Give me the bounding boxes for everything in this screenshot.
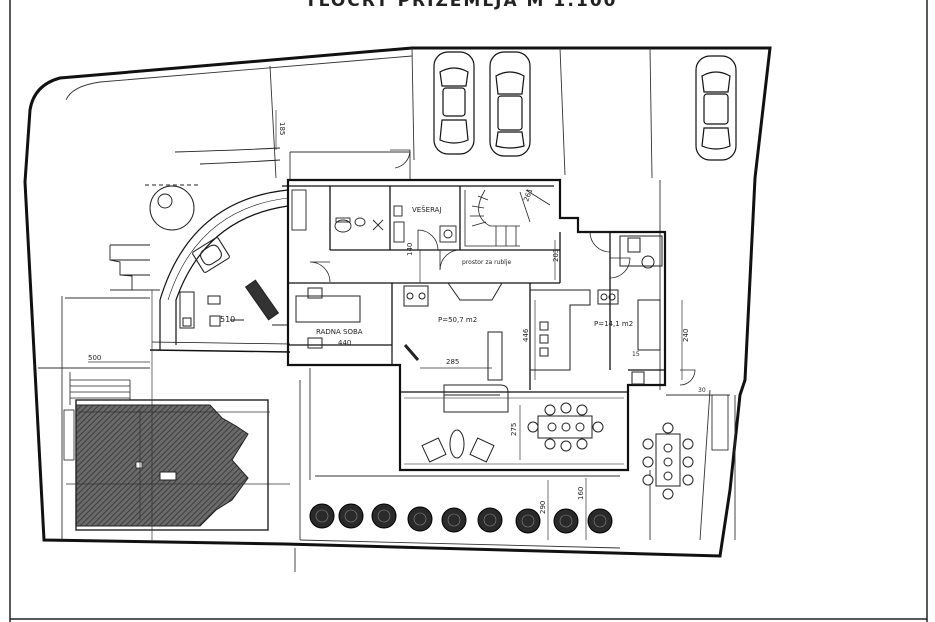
room-office: RADNA SOBA <box>316 328 363 336</box>
kitchen-fixtures <box>530 235 663 385</box>
staircase <box>464 189 551 247</box>
dim-240: 240 <box>682 329 690 342</box>
kitchen-area-label: P=14,1 m2 <box>594 320 633 328</box>
dim-440: 440 <box>338 339 351 347</box>
dim-203: 203 <box>552 249 560 262</box>
dim-160: 160 <box>577 487 585 500</box>
dimension-lines <box>88 110 683 540</box>
dim-290: 290 <box>539 501 547 514</box>
parked-car-3 <box>695 55 737 161</box>
house-inner-walls <box>282 185 665 465</box>
parked-car-2 <box>489 51 531 157</box>
pool-dimension-lines <box>66 290 290 540</box>
tree-texture <box>315 509 607 528</box>
terrace-seating <box>421 429 495 463</box>
dining-table-indoor <box>527 402 604 452</box>
house-walls <box>286 178 667 472</box>
dim-15: 15 <box>632 351 640 358</box>
living-furniture <box>403 282 509 413</box>
office-furniture <box>295 287 361 349</box>
sheet-frame <box>9 0 928 622</box>
dim-285: 285 <box>446 358 459 366</box>
swimming-pool <box>75 399 269 531</box>
dim-30: 30 <box>698 387 706 394</box>
doors <box>309 149 696 386</box>
terrace-furniture <box>179 279 288 329</box>
dim-275: 275 <box>510 423 518 436</box>
room-laundry: VEŠERAJ <box>412 205 442 214</box>
round-planter <box>145 184 200 231</box>
dim-261: 261 <box>522 187 534 202</box>
jacuzzi <box>192 237 230 273</box>
bathroom-fixtures <box>291 189 457 243</box>
room-storage: prostor za rublje <box>462 259 511 266</box>
hedge-trees <box>309 503 613 534</box>
curved-wall <box>149 189 291 353</box>
dining-table-outdoor <box>642 422 694 500</box>
dim-510: 510 <box>220 315 235 324</box>
living-area-label: P=50,7 m2 <box>438 316 477 324</box>
dim-500: 500 <box>88 354 101 362</box>
parked-car-1 <box>433 51 475 155</box>
dim-185: 185 <box>278 122 286 135</box>
pool-steps <box>63 372 131 461</box>
entry-steps <box>109 147 281 290</box>
dim-140: 140 <box>406 243 414 256</box>
drawing-title: TLOCRT PRIZEMLJA M 1:100 <box>305 0 618 11</box>
dim-446: 446 <box>522 328 530 342</box>
